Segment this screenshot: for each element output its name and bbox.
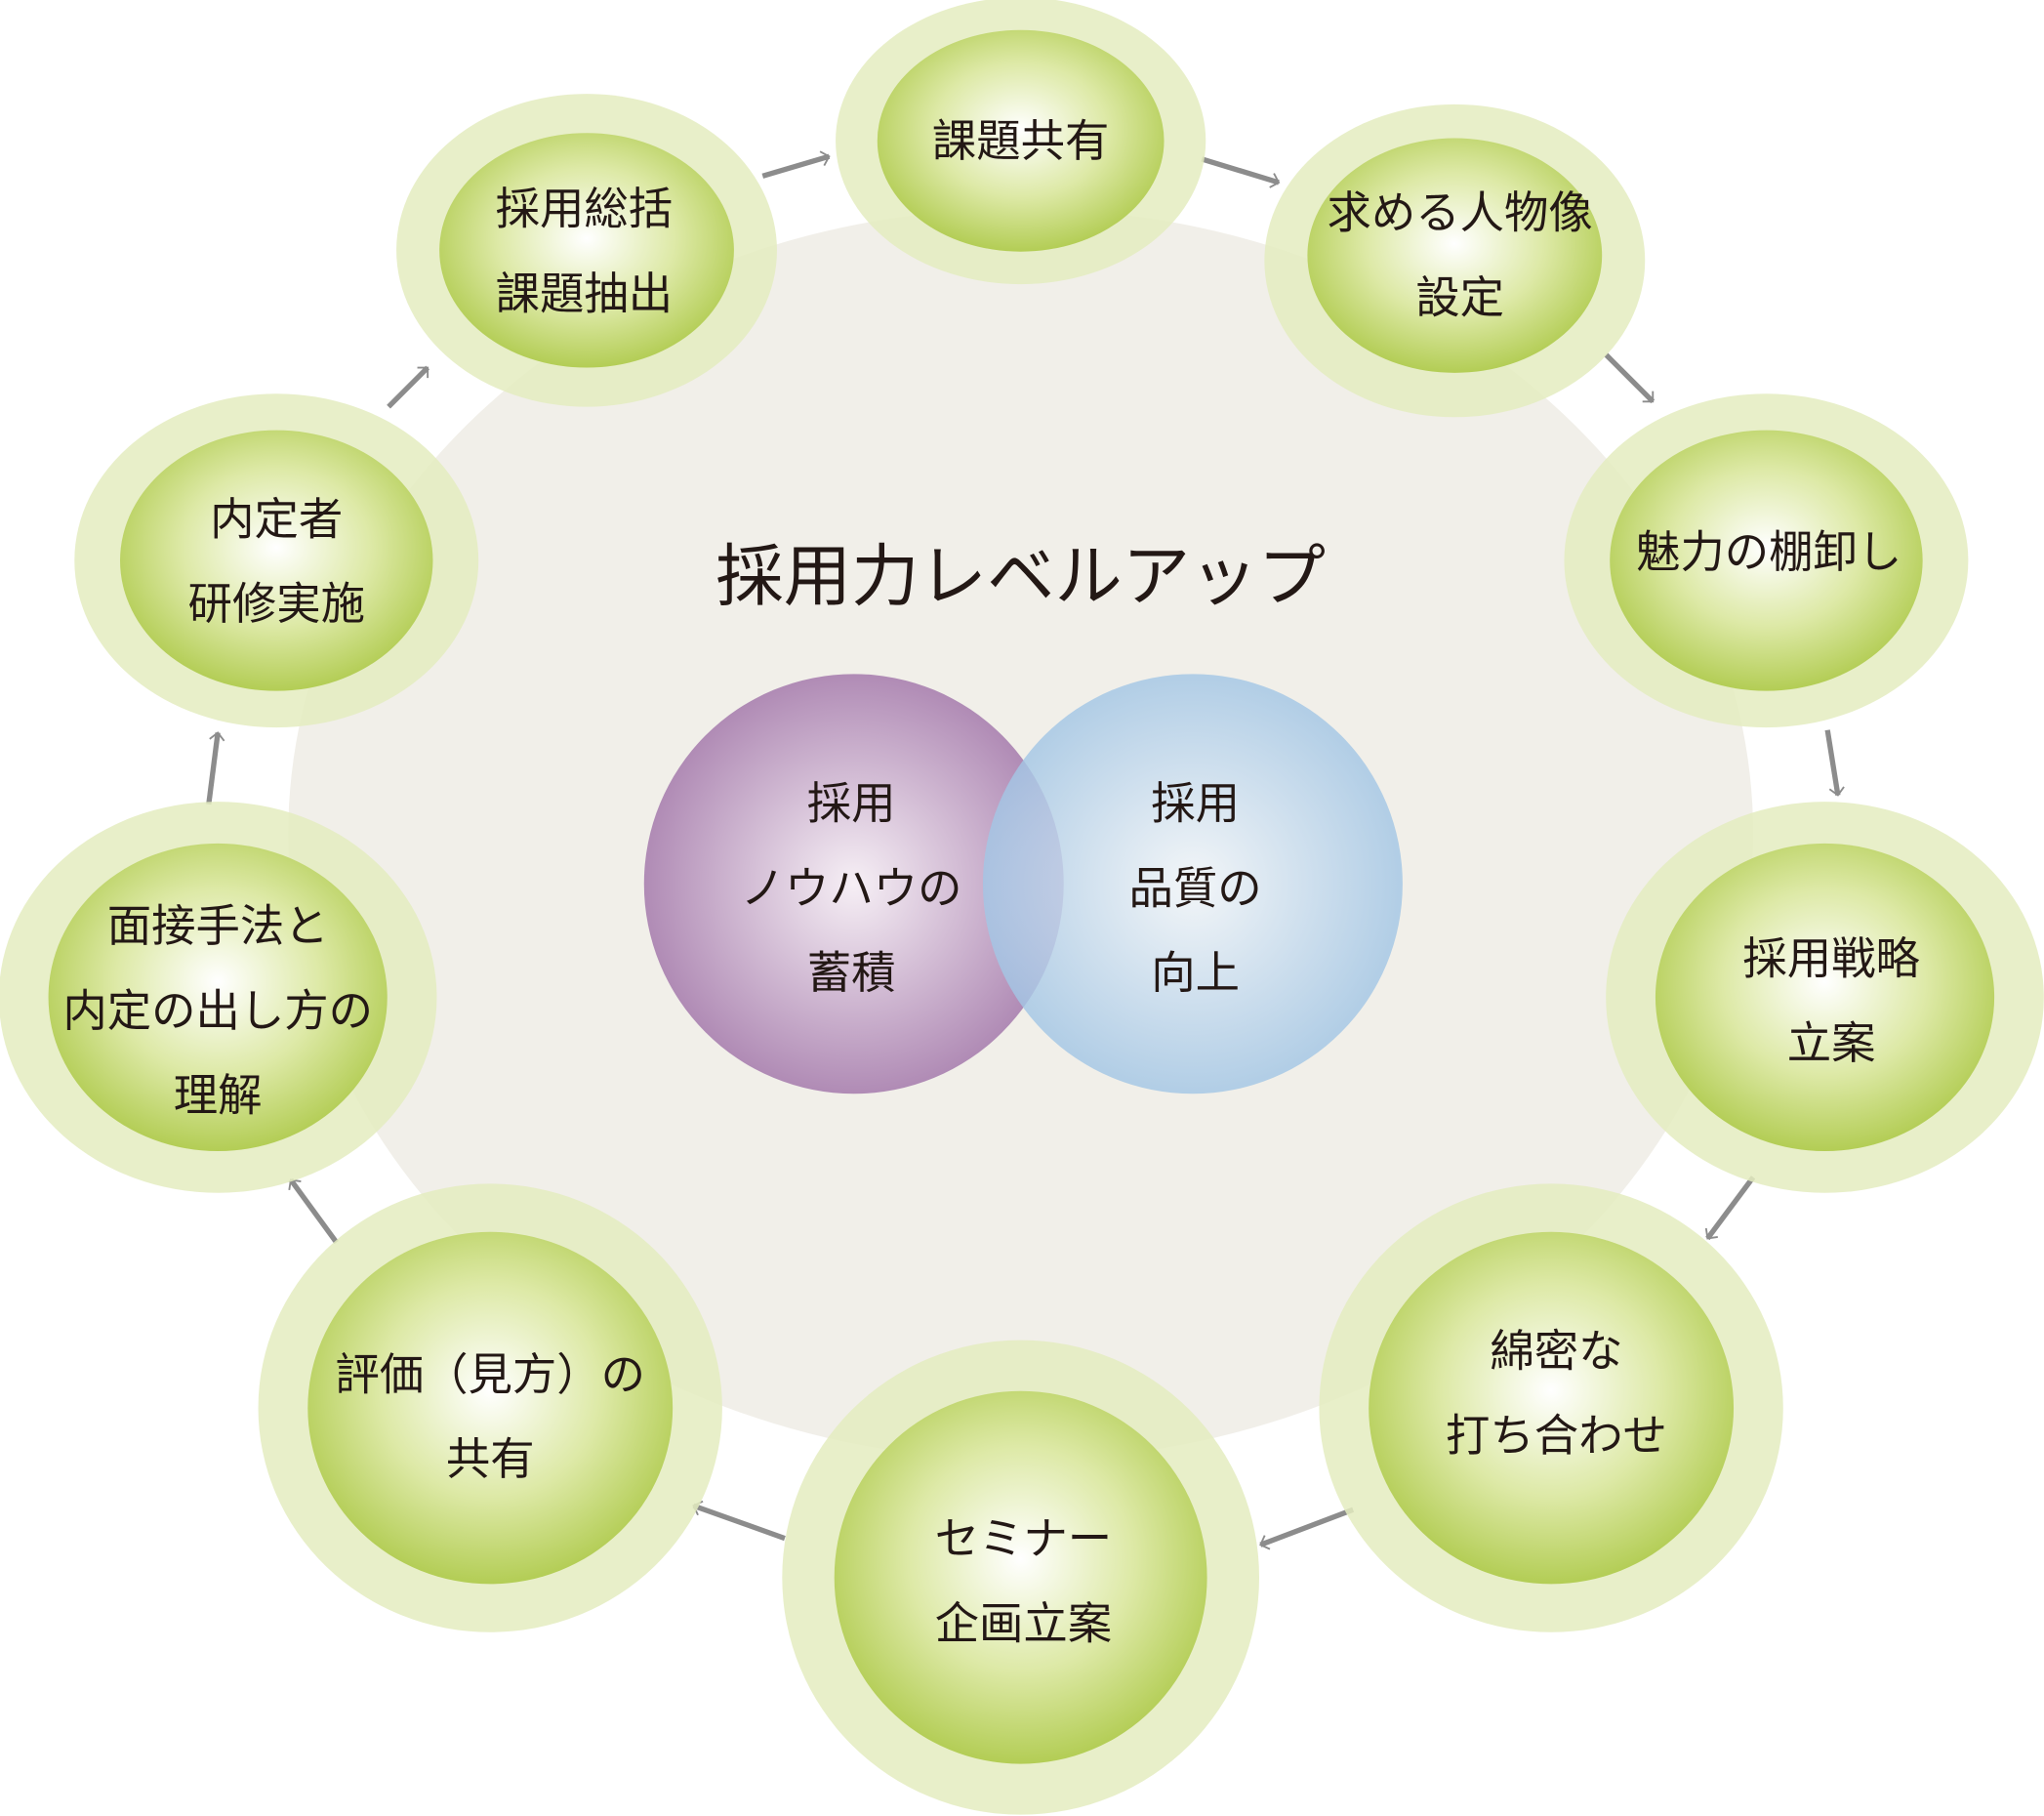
cycle-arrows [206,150,1845,1550]
arrow-icon [288,1177,339,1245]
svg-text:採用総括課題抽出: 採用総括課題抽出 [496,184,674,320]
arrow-icon [206,731,225,805]
cycle-node-4: 採用戦略立案 [1606,802,2044,1193]
cycle-node-3: 魅力の棚卸し [1564,393,1969,728]
arrow-icon [387,365,430,409]
cycle-node-9: 内定者研修実施 [74,393,479,728]
svg-text:求める人物像設定: 求める人物像設定 [1328,187,1593,324]
cycle-node-6: セミナー企画立案 [782,1340,1260,1815]
svg-text:面接手法と内定の出し方の理解: 面接手法と内定の出し方の理解 [62,900,373,1122]
svg-text:採用戦略立案: 採用戦略立案 [1742,932,1920,1069]
venn-left-circle [643,674,1064,1094]
arrow-icon [1604,352,1656,404]
venn-diagram: 採用ノウハウの蓄積 採用品質の向上 [643,674,1403,1094]
diagram-title: 採用力レベルアップ [715,538,1326,616]
arrow-icon [1704,1176,1756,1241]
cycle-node-7: 評価（見方）の共有 [258,1183,722,1632]
arrow-icon [1259,1506,1355,1550]
svg-text:内定者研修実施: 内定者研修実施 [187,493,365,630]
arrow-icon [1824,729,1845,797]
arrow-icon [761,150,831,179]
svg-text:課題共有: 課題共有 [932,115,1110,167]
cycle-node-5: 綿密な打ち合わせ [1319,1183,1783,1632]
arrow-icon [692,1500,786,1542]
svg-text:魅力の棚卸し: 魅力の棚卸し [1636,526,1901,578]
svg-text:評価（見方）の共有: 評価（見方）の共有 [335,1348,645,1485]
cycle-node-2: 求める人物像設定 [1264,103,1646,418]
svg-text:綿密な打ち合わせ: 綿密な打ち合わせ [1446,1325,1667,1462]
venn-right-circle [982,674,1403,1094]
cycle-node-8: 面接手法と内定の出し方の理解 [0,802,437,1193]
cycle-node-1: 課題共有 [836,0,1206,285]
cycle-node-10: 採用総括課題抽出 [396,94,777,407]
venn-right-label: 採用品質の向上 [1129,778,1262,1000]
venn-left-label: 採用ノウハウの蓄積 [741,778,962,1000]
svg-text:セミナー企画立案: セミナー企画立案 [935,1513,1113,1650]
arrow-icon [1201,156,1281,188]
